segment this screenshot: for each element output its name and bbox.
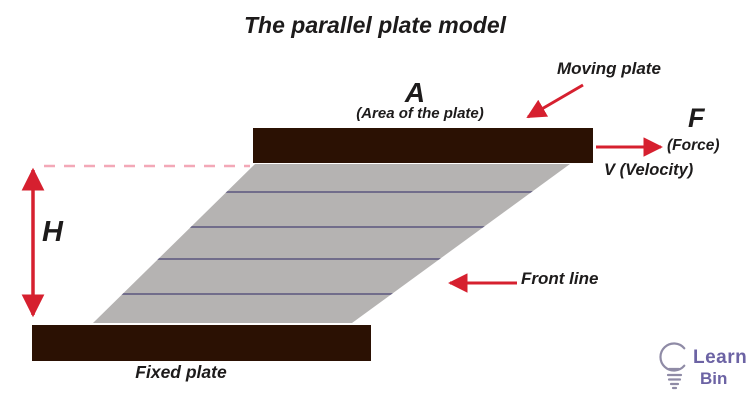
logo-text-learn: Learn: [693, 347, 748, 368]
learnbin-logo: Learn Bin: [650, 336, 750, 398]
velocity-label: V (Velocity): [604, 161, 694, 179]
force-symbol-label: F: [688, 103, 705, 133]
height-symbol-label: H: [42, 216, 63, 248]
moving-plate-arrow: [526, 83, 584, 119]
moving-plate-label: Moving plate: [557, 59, 661, 78]
force-caption-label: (Force): [667, 137, 720, 154]
moving-plate: [253, 128, 593, 163]
lightbulb-icon: [659, 342, 686, 390]
area-symbol-label: A: [404, 77, 426, 108]
fixed-plate-label: Fixed plate: [135, 362, 227, 382]
logo-text-bin: Bin: [700, 369, 728, 388]
front-line-label: Front line: [521, 269, 599, 288]
fixed-plate: [32, 325, 371, 361]
fluid-layer: [93, 164, 570, 323]
area-caption-label: (Area of the plate): [356, 105, 484, 122]
diagram-title: The parallel plate model: [243, 12, 507, 38]
